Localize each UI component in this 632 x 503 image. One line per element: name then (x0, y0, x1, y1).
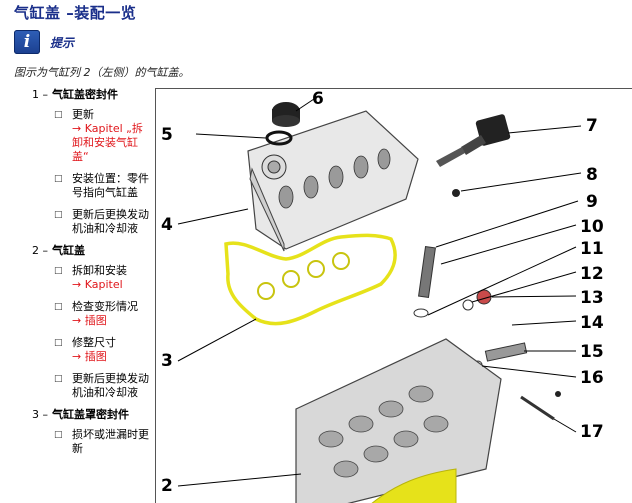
bullet-icon: □ (54, 338, 63, 348)
bullet-icon: □ (54, 110, 63, 120)
long-bolt (520, 391, 561, 421)
callout-11: 11 (580, 239, 604, 259)
bullet-icon: □ (54, 210, 63, 220)
hint-label: 提示 (50, 35, 75, 50)
chapter-link[interactable]: → Kapitel (72, 278, 123, 291)
callout-14: 14 (580, 313, 604, 333)
exploded-view-drawing (177, 98, 582, 503)
callout-4: 4 (161, 215, 173, 235)
note-text: 损坏或泄漏时更新 (72, 428, 149, 455)
bullet-icon: □ (54, 266, 63, 276)
part-title: 2 – 气缸盖 (32, 244, 152, 258)
part-note: □ 拆卸和安装 → Kapitel (54, 264, 152, 292)
bullet-icon: □ (54, 174, 63, 184)
part-number: 1 – (32, 88, 48, 101)
note-text: 检查变形情况 (72, 300, 138, 313)
callout-16: 16 (580, 368, 604, 388)
callout-10: 10 (580, 217, 604, 237)
seal-ring (265, 130, 293, 146)
callout-17: 17 (580, 422, 604, 442)
part-title: 1 – 气缸盖密封件 (32, 88, 152, 102)
illustration-link[interactable]: → 插图 (72, 314, 107, 327)
callout-12: 12 (580, 264, 604, 284)
cylinder-head (295, 338, 502, 503)
bolt (452, 189, 460, 197)
figure-caption: 图示为气缸列 2（左侧）的气缸盖。 (14, 66, 190, 79)
part-item-3: 3 – 气缸盖罩密封件 □ 损坏或泄漏时更新 (32, 408, 152, 456)
note-text: 更新 (72, 108, 94, 121)
callout-9: 9 (586, 192, 598, 212)
part-item-1: 1 – 气缸盖密封件 □ 更新 → Kapitel „拆卸和安装气缸盖“ □ 安… (32, 88, 152, 236)
part-title: 3 – 气缸盖罩密封件 (32, 408, 152, 422)
callout-2: 2 (161, 476, 173, 496)
chapter-link[interactable]: → Kapitel „拆卸和安装气缸盖“ (72, 122, 143, 163)
note-text: 安装位置：零件号指向气缸盖 (72, 172, 149, 199)
ignition-coil (436, 114, 511, 167)
illustration-link[interactable]: → 插图 (72, 350, 107, 363)
part-note: □ 更新后更换发动机油和冷却液 (54, 372, 152, 400)
head-gasket (371, 468, 457, 503)
note-text: 修整尺寸 (72, 336, 116, 349)
oil-filler-cap (272, 102, 300, 127)
callout-7: 7 (586, 116, 598, 136)
parts-list: 1 – 气缸盖密封件 □ 更新 → Kapitel „拆卸和安装气缸盖“ □ 安… (32, 88, 152, 464)
part-note: □ 修整尺寸 → 插图 (54, 336, 152, 364)
callout-6: 6 (312, 89, 324, 109)
part-note: □ 检查变形情况 → 插图 (54, 300, 152, 328)
part-number: 3 – (32, 408, 48, 421)
bullet-icon: □ (54, 302, 63, 312)
part-note: □ 损坏或泄漏时更新 (54, 428, 152, 456)
cover-gasket (224, 233, 397, 326)
page-title: 气缸盖 –装配一览 (14, 4, 137, 22)
part-name: 气缸盖 (52, 244, 85, 257)
part-number: 2 – (32, 244, 48, 257)
callout-5: 5 (161, 125, 173, 145)
part-note: □ 更新后更换发动机油和冷却液 (54, 208, 152, 236)
bullet-icon: □ (54, 374, 63, 384)
cylinder-head-cover (247, 110, 419, 252)
note-text: 更新后更换发动机油和冷却液 (72, 372, 149, 399)
callout-13: 13 (580, 288, 604, 308)
callout-3: 3 (161, 351, 173, 371)
part-item-2: 2 – 气缸盖 □ 拆卸和安装 → Kapitel □ 检查变形情况 → 插图 … (32, 244, 152, 400)
note-text: 更新后更换发动机油和冷却液 (72, 208, 149, 235)
callout-15: 15 (580, 342, 604, 362)
exploded-view-figure: 5 6 7 8 9 10 11 12 13 14 15 16 17 4 3 2 (155, 88, 632, 503)
note-text: 拆卸和安装 (72, 264, 127, 277)
hint-box: i 提示 (14, 30, 74, 54)
bullet-icon: □ (54, 430, 63, 440)
info-icon: i (14, 30, 40, 54)
part-note: □ 更新 → Kapitel „拆卸和安装气缸盖“ (54, 108, 152, 164)
part-note: □ 安装位置：零件号指向气缸盖 (54, 172, 152, 200)
injector (413, 245, 436, 318)
part-name: 气缸盖罩密封件 (52, 408, 129, 421)
callout-8: 8 (586, 165, 598, 185)
part-name: 气缸盖密封件 (52, 88, 118, 101)
